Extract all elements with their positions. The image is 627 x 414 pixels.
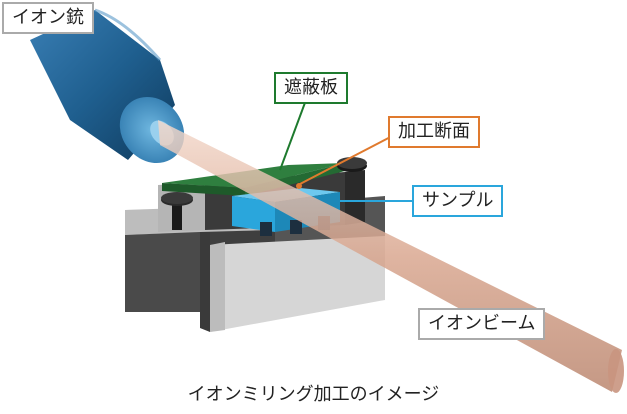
section-marker	[296, 183, 302, 189]
sample-slot	[260, 222, 272, 236]
ion-beam-label: イオンビーム	[418, 308, 546, 340]
ion-gun-label: イオン銃	[2, 2, 94, 34]
diagram-caption: イオンミリング加工のイメージ	[187, 384, 440, 405]
screw-left	[161, 192, 193, 230]
cross-section-label: 加工断面	[388, 116, 480, 148]
ion-beam-end	[608, 349, 624, 393]
shield-leader-line	[279, 99, 307, 171]
screw-right	[337, 157, 367, 172]
sample-slot	[290, 220, 302, 234]
shield-plate-label: 遮蔽板	[274, 72, 348, 104]
section-leader-line	[299, 131, 401, 185]
sample-label: サンプル	[412, 185, 504, 217]
